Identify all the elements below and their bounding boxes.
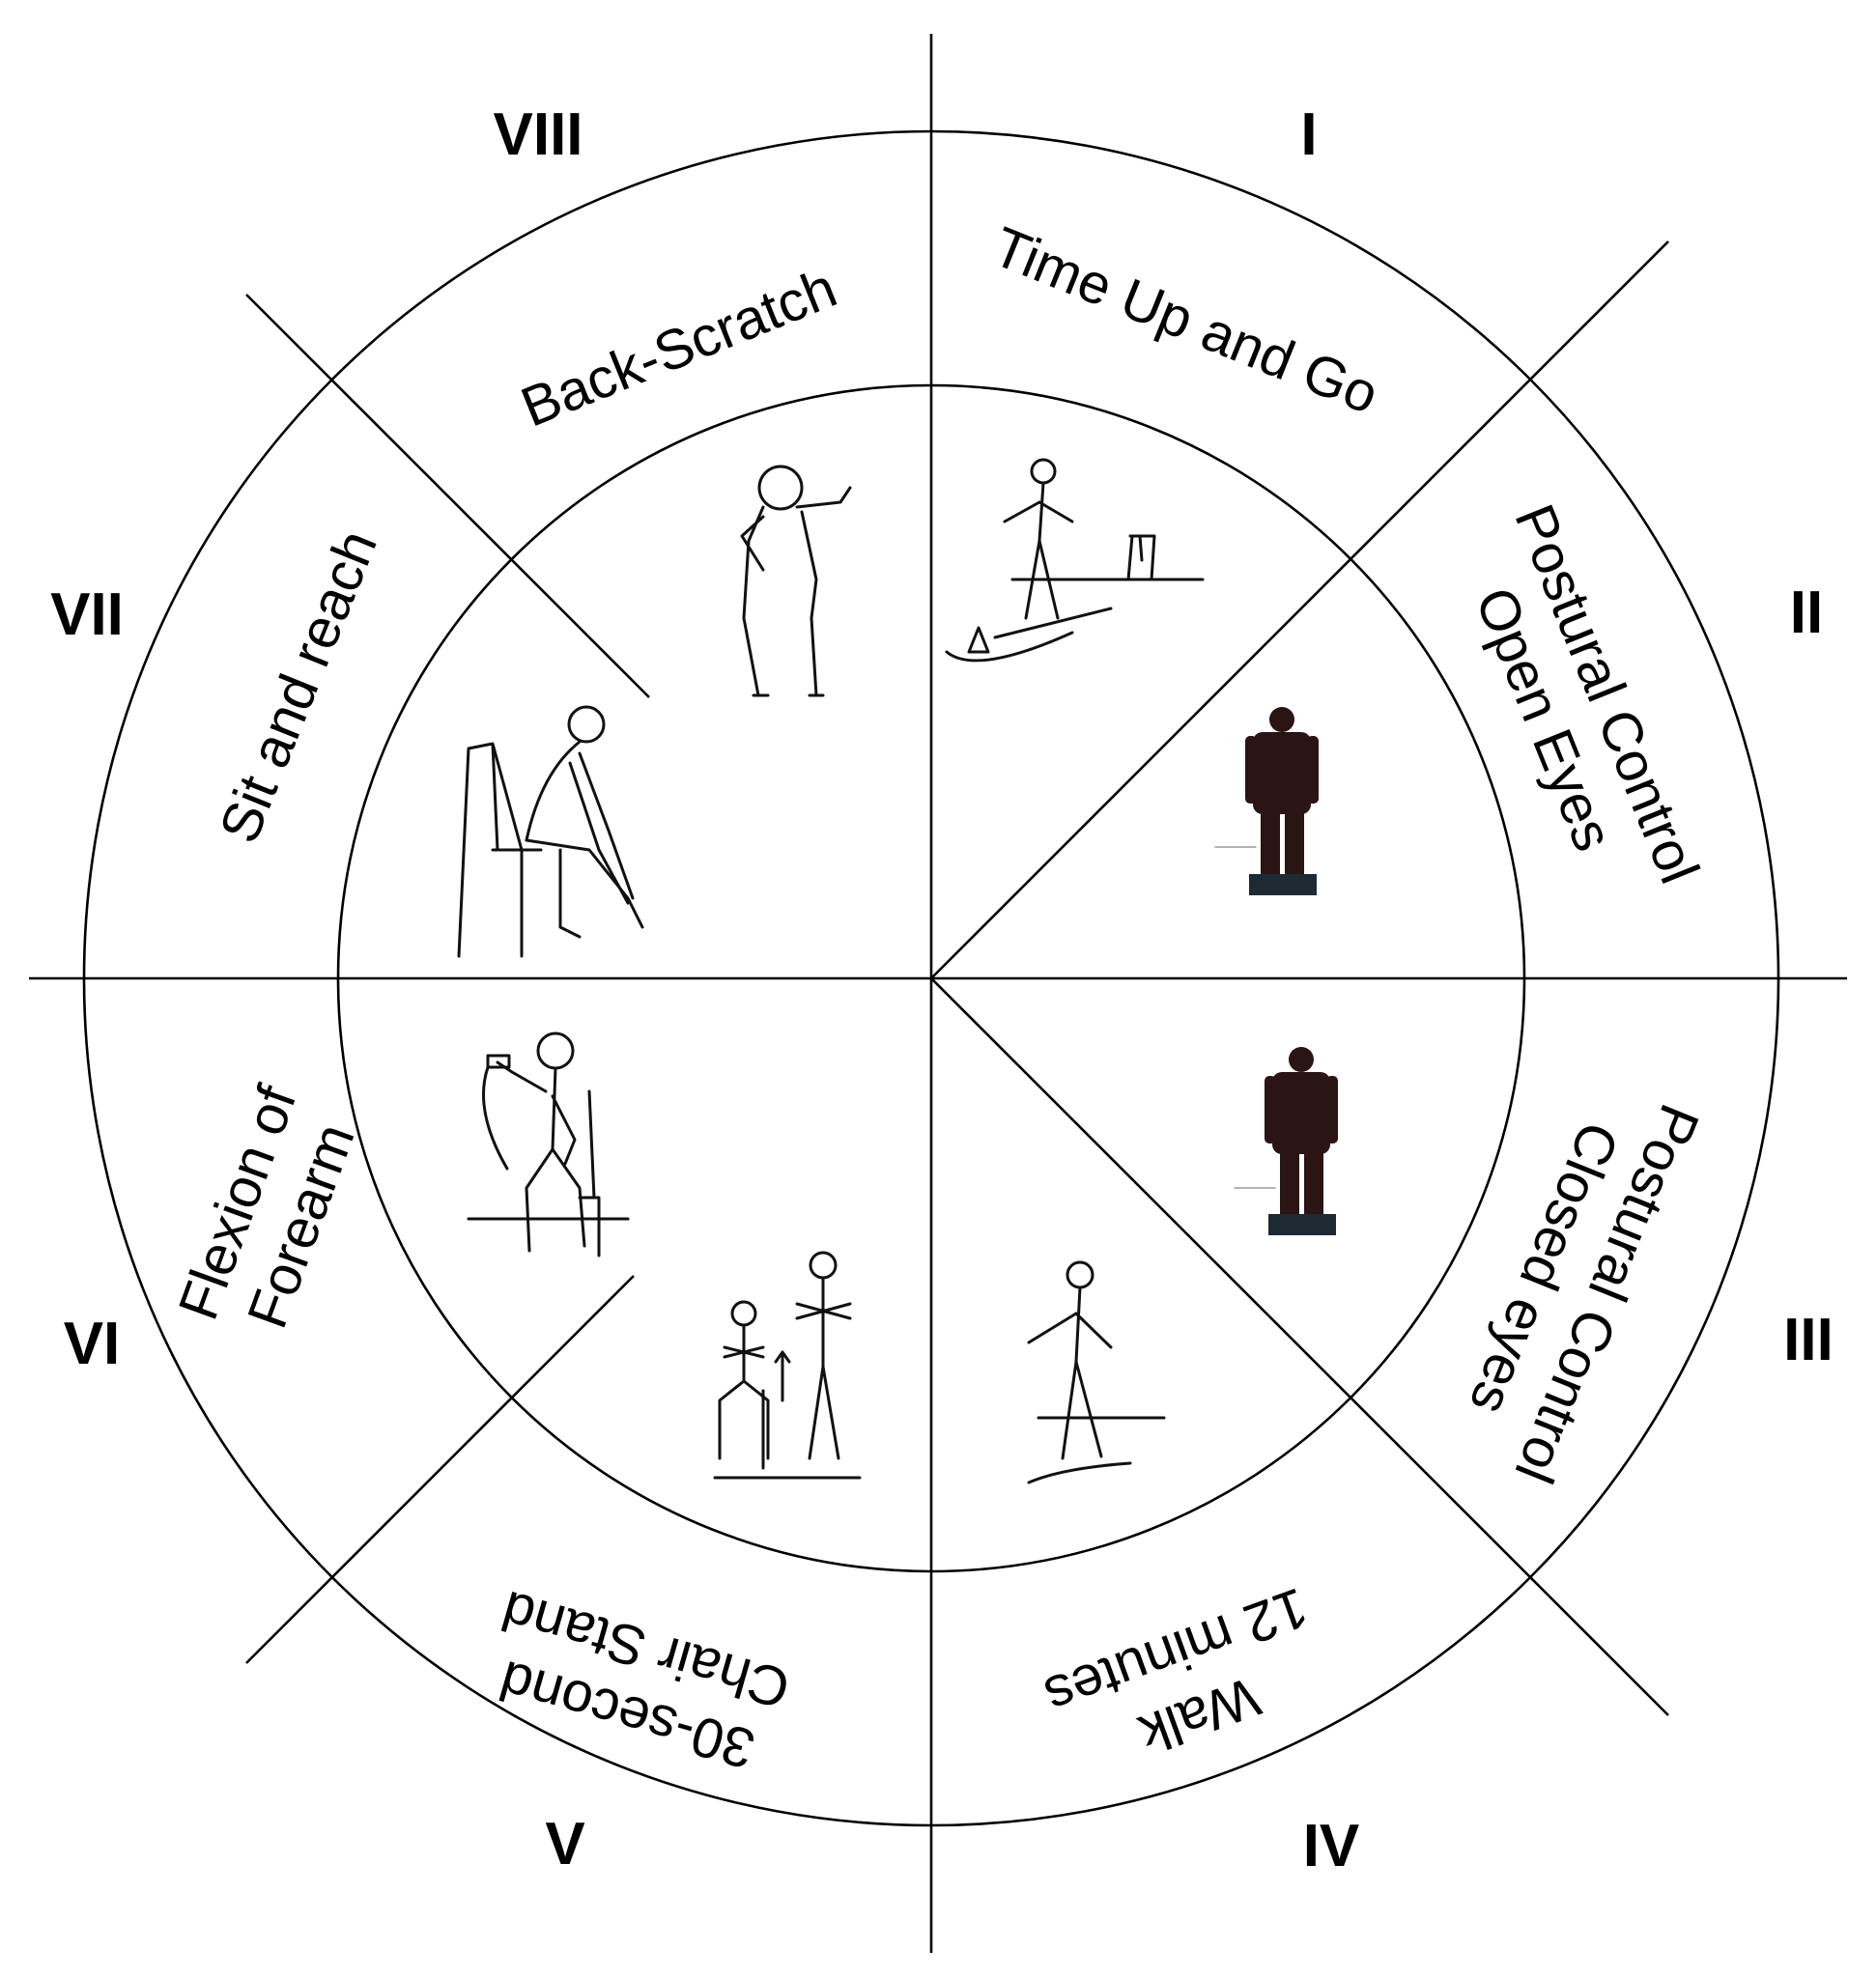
numeral-II: II: [1790, 579, 1823, 646]
diagonal-divider-upper-left: [245, 294, 650, 698]
numeral-IV: IV: [1303, 1813, 1360, 1879]
diagonal-divider-upper-right: [930, 240, 1669, 979]
walking-around-cone-icon: [945, 458, 1205, 663]
label-postural-control-closed-eyes: Postural Control Closed eyes: [1457, 1096, 1711, 1492]
numeral-I: I: [1300, 101, 1317, 168]
label-sit-and-reach: Sit and reach: [208, 522, 389, 851]
sit-and-reach-icon: [457, 705, 644, 958]
standing-on-platform-icon: [1214, 707, 1319, 895]
label-walk-12-minutes: Walk 12 minutes: [1037, 1575, 1316, 1765]
arm-curl-icon: [467, 1031, 630, 1257]
diagonal-divider-lower-right: [930, 977, 1669, 1716]
numeral-V: V: [545, 1811, 584, 1878]
label-postural-control-open-eyes: Postural Control Open Eyes: [1464, 495, 1712, 891]
chair-stand-icon: [713, 1251, 862, 1480]
numeral-VIII: VIII: [493, 101, 583, 168]
label-flexion-of-forearm: Flexion of Forearm: [166, 1077, 366, 1336]
numeral-VI: VI: [64, 1311, 121, 1377]
walking-person-icon: [1027, 1260, 1166, 1484]
label-back-scratch: Back-Scratch: [513, 256, 845, 438]
standing-on-platform-icon: [1234, 1047, 1338, 1235]
label-30-second-chair-stand: 30-second Chair Stand: [493, 1579, 797, 1781]
numeral-III: III: [1783, 1307, 1833, 1373]
numeral-VII: VII: [50, 581, 124, 648]
label-time-up-and-go: Time Up and Go: [984, 214, 1387, 426]
back-scratch-icon: [740, 465, 852, 697]
diagonal-divider-lower-left: [245, 1275, 635, 1664]
